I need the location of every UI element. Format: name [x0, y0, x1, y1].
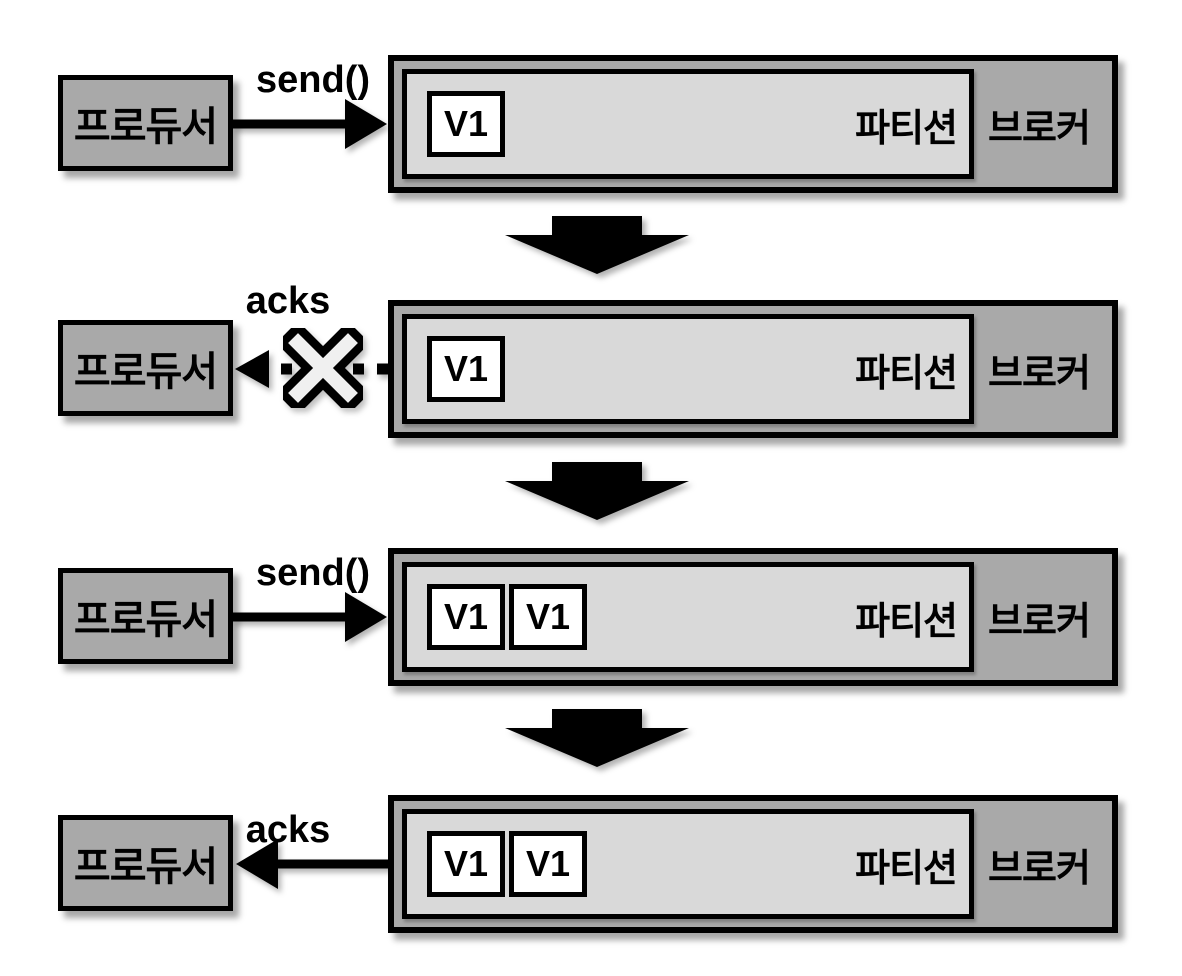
producer-box: 프로듀서: [58, 75, 233, 171]
message-list: V1: [427, 91, 505, 157]
producer-box: 프로듀서: [58, 568, 233, 664]
partition-label: 파티션: [855, 352, 958, 395]
partition-box: V1 파티션: [402, 69, 974, 179]
broker-label: 브로커: [988, 107, 1091, 150]
acks-arrow-icon: [236, 839, 390, 889]
step-arrow-down-icon: [505, 216, 689, 274]
connector-label: acks: [245, 280, 331, 322]
flow-row-1: 프로듀서 send() V1 파티션 브로커: [0, 55, 1182, 193]
connector-label: send(): [256, 552, 370, 594]
broker-box: V1 V1 파티션 브로커: [388, 548, 1118, 686]
producer-label: 프로듀서: [73, 598, 218, 642]
broker-box: V1 파티션 브로커: [388, 55, 1118, 193]
partition-label: 파티션: [855, 107, 958, 150]
broker-box: V1 파티션 브로커: [388, 300, 1118, 438]
broker-label: 브로커: [988, 352, 1091, 395]
message-box: V1: [509, 831, 587, 897]
send-arrow-icon: [233, 592, 387, 642]
message-box: V1: [427, 584, 505, 650]
partition-box: V1 V1 파티션: [402, 809, 974, 919]
message-box: V1: [509, 584, 587, 650]
message-list: V1: [427, 336, 505, 402]
producer-label: 프로듀서: [73, 845, 218, 889]
step-arrow-down-icon: [505, 462, 689, 520]
message-box: V1: [427, 831, 505, 897]
flow-row-4: 프로듀서 acks V1 V1 파티션 브로커: [0, 795, 1182, 933]
connector-label: send(): [256, 59, 370, 101]
producer-box: 프로듀서: [58, 815, 233, 911]
partition-box: V1 V1 파티션: [402, 562, 974, 672]
message-list: V1 V1: [427, 831, 587, 897]
broker-label: 브로커: [988, 847, 1091, 890]
flow-row-2: 프로듀서 acks V1 파티션 브로커: [0, 280, 1182, 438]
broker-box: V1 V1 파티션 브로커: [388, 795, 1118, 933]
acks-arrow-dashed-icon: [235, 350, 388, 388]
partition-label: 파티션: [855, 600, 958, 643]
flow-row-3: 프로듀서 send() V1 V1 파티션 브로커: [0, 548, 1182, 686]
connector-label: acks: [245, 809, 331, 851]
message-box: V1: [427, 91, 505, 157]
step-arrow-down-icon: [505, 709, 689, 767]
producer-label: 프로듀서: [73, 105, 218, 149]
producer-label: 프로듀서: [73, 350, 218, 394]
broker-label: 브로커: [988, 600, 1091, 643]
failure-x-icon: [283, 328, 363, 408]
message-list: V1 V1: [427, 584, 587, 650]
partition-label: 파티션: [855, 847, 958, 890]
producer-box: 프로듀서: [58, 320, 233, 416]
partition-box: V1 파티션: [402, 314, 974, 424]
send-arrow-icon: [233, 99, 387, 149]
message-box: V1: [427, 336, 505, 402]
